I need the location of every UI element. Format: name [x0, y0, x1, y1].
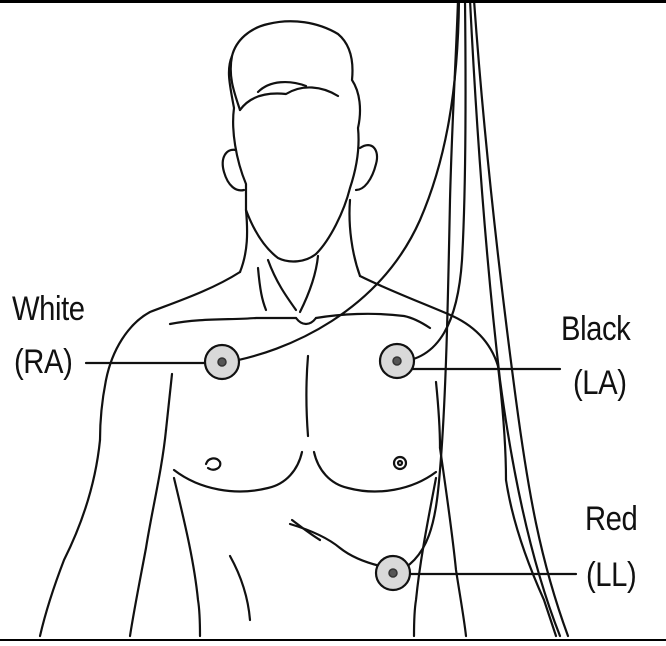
nipple-right-outer — [394, 457, 406, 469]
electrode-ll — [376, 556, 410, 590]
pectoral-left — [174, 452, 302, 491]
torso-left — [174, 478, 200, 636]
wire-ra — [223, 0, 459, 363]
label-la-color: Black — [561, 310, 630, 348]
label-la-code: (LA) — [573, 364, 627, 402]
sternum — [307, 356, 309, 436]
neck-left — [240, 210, 247, 272]
arm-left-inner — [130, 430, 166, 636]
neck-muscles — [258, 256, 318, 312]
shoulder-right — [360, 276, 498, 366]
ear-right — [356, 145, 377, 190]
arm-right-outer — [498, 366, 556, 636]
arm-left-outer — [40, 440, 100, 636]
arm-right-inner — [440, 448, 466, 636]
label-ra-code: (RA) — [14, 343, 72, 381]
neck-notch — [296, 318, 316, 324]
oblique-left — [230, 556, 250, 620]
pectoral-right — [314, 452, 436, 491]
armpit-left — [166, 374, 172, 430]
hair-detail — [240, 82, 338, 110]
label-ll-color: Red — [585, 500, 637, 538]
wire-extra-1 — [470, 0, 560, 636]
nipple-left — [206, 458, 220, 469]
neck-right — [349, 200, 360, 276]
electrode-la — [380, 344, 414, 378]
clavicle-left — [170, 318, 296, 324]
label-ll-code: (LL) — [586, 556, 636, 594]
label-ra-color: White — [12, 290, 85, 328]
nipple-right-inner — [398, 461, 402, 465]
armpit-right — [436, 382, 440, 448]
abdomen-line — [292, 520, 320, 540]
head-outline — [229, 21, 360, 261]
ribcage-line — [290, 524, 380, 566]
electrode-ra — [205, 345, 239, 379]
